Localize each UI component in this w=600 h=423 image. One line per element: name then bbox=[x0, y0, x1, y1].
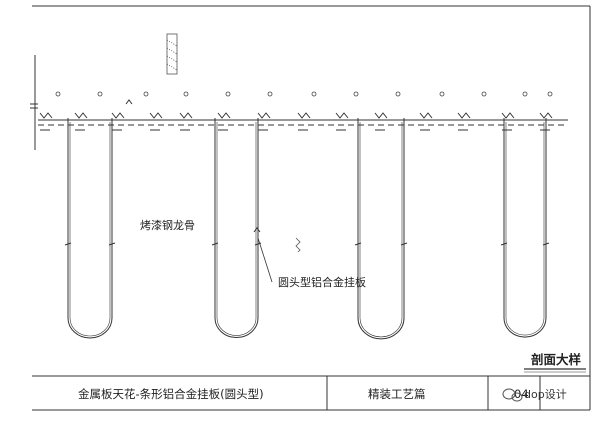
screw-hole bbox=[395, 91, 401, 97]
u-panel bbox=[500, 118, 550, 338]
drawing-title: 金属板天花-条形铝合金挂板(圆头型) bbox=[78, 387, 264, 401]
screw-hole bbox=[439, 91, 445, 97]
keel-clip bbox=[111, 112, 125, 131]
screw-hole bbox=[311, 91, 317, 97]
screw-hole bbox=[547, 91, 553, 97]
keel-clip bbox=[179, 112, 193, 131]
screw-hole bbox=[353, 91, 359, 97]
screw-hole bbox=[97, 91, 103, 97]
keel-label: 烤漆钢龙骨 bbox=[140, 218, 195, 232]
keel-clip bbox=[335, 112, 349, 131]
page-number: 04 bbox=[514, 387, 529, 401]
screw-hole bbox=[55, 91, 61, 97]
watermark: dop设计 bbox=[502, 388, 567, 402]
hanger-bolt bbox=[166, 33, 178, 75]
title-block bbox=[32, 375, 590, 410]
aluminum-panels bbox=[64, 118, 550, 340]
keel-clip bbox=[39, 112, 53, 131]
u-panel bbox=[211, 118, 262, 339]
keel-clip bbox=[74, 112, 88, 131]
keel-clip bbox=[457, 112, 471, 131]
watermark-text: dop设计 bbox=[524, 388, 567, 401]
keel-clip bbox=[374, 112, 388, 131]
drawing-frame bbox=[32, 5, 591, 411]
keel-clip bbox=[257, 112, 271, 131]
u-panel bbox=[64, 118, 116, 339]
caret-marks bbox=[125, 99, 261, 233]
keel-clip bbox=[217, 112, 231, 131]
section-title: 剖面大样 bbox=[531, 352, 582, 367]
steel-keel bbox=[38, 119, 568, 126]
keel-clip bbox=[149, 112, 163, 131]
screw-hole bbox=[183, 91, 189, 97]
panel-leader-line bbox=[257, 237, 273, 283]
screw-hole bbox=[225, 91, 231, 97]
keel-clip bbox=[419, 112, 433, 131]
screw-hole bbox=[143, 91, 149, 97]
screw-hole bbox=[481, 91, 487, 97]
wechat-bubble-icon bbox=[502, 388, 523, 402]
panel-label: 圆头型铝合金挂板 bbox=[278, 275, 366, 289]
screw-hole bbox=[522, 91, 528, 97]
keel-holes bbox=[55, 91, 553, 97]
left-suspension-rod bbox=[30, 55, 38, 150]
screw-hole bbox=[267, 91, 273, 97]
u-panel bbox=[354, 118, 408, 340]
keel-clips bbox=[39, 112, 553, 131]
keel-clip bbox=[539, 112, 553, 131]
squiggle-mark bbox=[295, 237, 301, 253]
drawing-category: 精装工艺篇 bbox=[368, 387, 426, 401]
keel-clip bbox=[297, 112, 311, 131]
